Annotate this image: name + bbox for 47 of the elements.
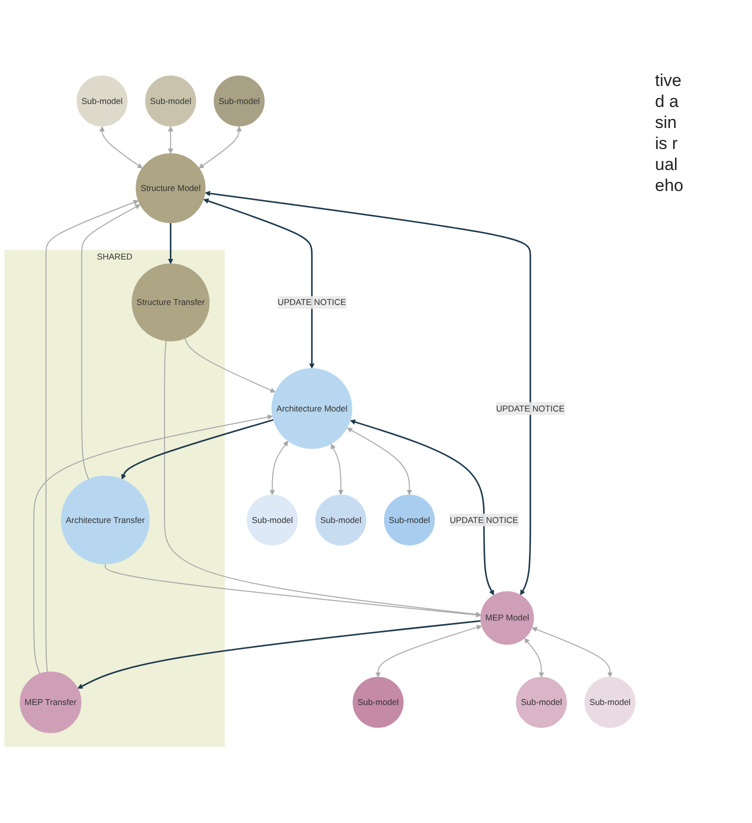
edge-label: UPDATE NOTICE (496, 404, 565, 414)
node-circle (516, 677, 567, 728)
edge-label: UPDATE NOTICE (450, 515, 518, 525)
node-circle (20, 672, 82, 734)
node-circle (214, 76, 265, 127)
node-circle (76, 76, 128, 127)
node-circle (480, 591, 534, 646)
text-fragment: ual (655, 154, 679, 175)
node-circle (384, 494, 435, 546)
edge-label: UPDATE NOTICE (278, 298, 346, 308)
diagram: SHARED UPDATE NOTICE UPDATE NOTICE UPDATE NOTICE Sub-model Sub-model Sub-model Structure Model Structure Transfer Architecture Model Architecture Transfer Sub-model Sub-model Sub-model MEP Model MEP Transfer Sub-model Sub-model Sub-model (0, 71, 640, 752)
arrow (532, 627, 613, 678)
arrow (164, 340, 482, 618)
arrow (99, 126, 143, 169)
node-circle (246, 494, 298, 546)
text-fragment: tive (655, 70, 682, 91)
cluster (4, 250, 225, 748)
arrow (121, 419, 274, 480)
arrow (168, 223, 174, 264)
arrow (184, 338, 276, 393)
node-circle (584, 677, 636, 728)
arrow (524, 638, 544, 678)
node-circle (60, 476, 150, 565)
text-fragment: sin (655, 112, 678, 133)
arrow (346, 428, 412, 496)
arrow (375, 625, 482, 678)
node-circle (272, 368, 352, 450)
node-circle (136, 154, 206, 224)
arrow (168, 126, 174, 154)
text-fragment: d a (655, 91, 680, 112)
arrow (330, 444, 344, 496)
text-fragment: is r (655, 133, 679, 154)
arrow (81, 204, 140, 480)
node-circle (352, 677, 404, 728)
arrow (198, 126, 242, 169)
arrow (203, 198, 315, 369)
arrow (78, 620, 481, 689)
arrow (45, 200, 139, 673)
node-circle (145, 76, 196, 127)
arrow (350, 420, 494, 596)
arrow (104, 564, 482, 618)
arrow (270, 441, 288, 496)
node-circle (315, 494, 366, 546)
node-circle (132, 264, 210, 342)
arrow (33, 414, 273, 675)
text-fragment: eho (655, 175, 684, 196)
arrow (204, 191, 532, 596)
